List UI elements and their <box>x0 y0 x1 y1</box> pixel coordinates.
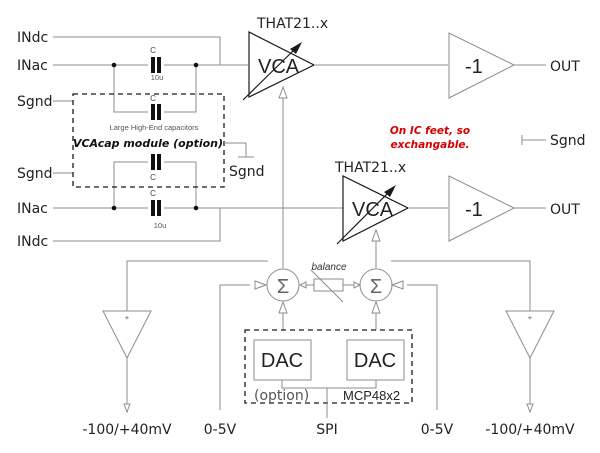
capacitor-plate <box>157 200 161 216</box>
buffer-left-sign: + <box>125 313 130 322</box>
junction-dot <box>193 205 199 211</box>
cap-bottom-main-name: C <box>150 189 156 198</box>
inverter-bottom-triangle <box>448 175 516 242</box>
input-label-inac-top: INac <box>17 58 48 74</box>
dac-option-label: (option) <box>254 388 309 404</box>
input-arrow-icon <box>254 280 268 290</box>
output-label-bottom: OUT <box>550 202 580 218</box>
cv-left-label: 0-5V <box>204 422 237 438</box>
vca-bottom <box>336 175 448 245</box>
vca-top-part: THAT21..x <box>256 16 328 32</box>
input-arrow-icon <box>278 300 288 314</box>
inverter-top <box>448 32 546 99</box>
vcacap-module-caption: Large High-End capacitors <box>110 123 199 132</box>
junction-dot <box>111 62 117 68</box>
cap-bottom-main-value: 10u <box>154 221 167 230</box>
buffer-left <box>102 310 152 414</box>
vca-bottom-arrow-line <box>336 189 392 245</box>
vca-top-label: VCA <box>258 56 300 78</box>
capacitor-plate <box>151 200 155 216</box>
input-arrow-icon <box>353 281 362 289</box>
balance-label: balance <box>311 262 346 273</box>
buffer-right-output: -100/+40mV <box>485 422 575 438</box>
input-label-sgnd-top: Sgnd <box>17 94 53 110</box>
cap-top-parallel-name: C <box>150 94 156 103</box>
output-arrow-icon <box>526 403 534 414</box>
cap-bottom-parallel-name: C <box>150 173 156 182</box>
wire-dac-bus <box>281 380 377 389</box>
wire-indc-top <box>53 36 221 65</box>
input-label-indc-bottom: INdc <box>17 234 48 250</box>
wire-cv-left <box>219 284 250 410</box>
capacitor-plate <box>157 57 161 73</box>
output-arrow-icon <box>123 403 131 414</box>
control-input-arrow-icon <box>371 228 381 242</box>
input-label-sgnd-bottom: Sgnd <box>17 166 53 182</box>
input-arrow-icon <box>298 281 307 289</box>
summer-left-symbol: Σ <box>277 276 289 298</box>
output-label-top: OUT <box>550 59 580 75</box>
note-line-2: exchangable. <box>391 139 470 151</box>
vcacap-module-title: VCAcap module (option) <box>73 137 223 150</box>
wire-indc-bottom <box>53 208 221 242</box>
buffer-right <box>505 310 555 414</box>
summer-right-symbol: Σ <box>370 276 382 298</box>
vca-bottom-label: VCA <box>352 199 394 221</box>
capacitor-network <box>111 57 199 216</box>
vca-top-arrow-line <box>242 46 298 101</box>
variable-arrow-icon <box>384 185 396 197</box>
balance-variable-line <box>310 269 344 303</box>
wire-buffer-left <box>126 260 268 311</box>
capacitor-plate <box>151 104 155 120</box>
vca-bottom-part: THAT21..x <box>334 160 406 176</box>
wire-cv-right <box>407 284 438 410</box>
inverter-top-triangle <box>448 32 516 99</box>
cap-top-main-name: C <box>150 46 156 55</box>
balance-resistor <box>313 278 344 292</box>
right-ground-label: Sgnd <box>550 133 586 149</box>
input-label-inac-bottom: INac <box>17 201 48 217</box>
module-ground-label: Sgnd <box>229 164 265 180</box>
vca-top-triangle <box>248 31 316 98</box>
vca-bottom-triangle <box>342 175 410 242</box>
cv-right-label: 0-5V <box>421 422 454 438</box>
buffer-right-triangle <box>505 310 555 360</box>
spi-label: SPI <box>316 422 337 438</box>
dac-left-label: DAC <box>261 350 303 372</box>
inverter-top-label: -1 <box>465 56 483 78</box>
control-input-arrow-icon <box>278 85 288 99</box>
vcacap-module-box <box>72 93 225 188</box>
buffer-right-sign: + <box>528 313 533 322</box>
buffer-left-triangle <box>102 310 152 360</box>
input-label-indc-top: INdc <box>17 30 48 46</box>
capacitor-plate <box>151 154 155 170</box>
inverter-bottom-label: -1 <box>465 199 483 221</box>
wire-buffer-right <box>391 260 531 311</box>
buffer-left-output: -100/+40mV <box>82 422 172 438</box>
capacitor-plate <box>157 154 161 170</box>
inverter-bottom <box>448 175 546 242</box>
dac-module-box <box>244 329 413 404</box>
input-arrow-icon <box>390 280 404 290</box>
junction-dot <box>193 62 199 68</box>
junction-dot <box>111 205 117 211</box>
vca-top <box>242 31 448 101</box>
dac-left-box <box>253 339 312 381</box>
module-ground-wire <box>224 142 247 157</box>
input-arrow-icon <box>371 300 381 314</box>
dac-right-label: DAC <box>354 350 396 372</box>
cap-top-main-value: 10u <box>151 73 164 82</box>
capacitor-plate <box>157 104 161 120</box>
note-line-1: On IC feet, so <box>390 125 470 137</box>
variable-arrow-icon <box>290 42 302 54</box>
input-wires <box>53 36 345 242</box>
dac-part-label: MCP48x2 <box>343 388 400 403</box>
capacitor-plate <box>151 57 155 73</box>
